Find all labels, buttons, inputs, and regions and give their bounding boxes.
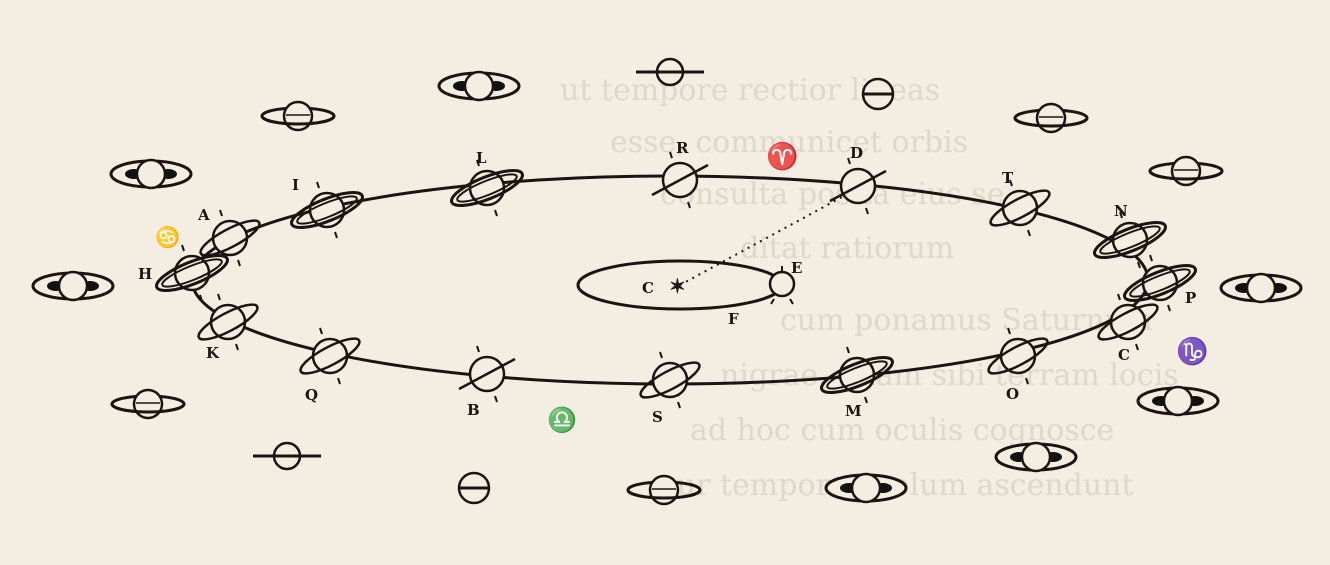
svg-text:ditat ratiorum: ditat ratiorum (740, 231, 954, 266)
saturn-appearance-lower-right (1138, 387, 1218, 415)
label-R: R (676, 139, 689, 157)
zodiac-capricorn-sign: ♑ (1176, 336, 1208, 367)
saturn-appearance-lower-left (112, 390, 184, 418)
label-H: H (138, 265, 152, 283)
sun-label: C (642, 279, 654, 297)
saturn-appearance-far-left (33, 272, 113, 300)
saturn-position-S (637, 352, 704, 408)
label-Q: Q (305, 386, 318, 404)
saturn-appearance-top-left (262, 102, 334, 130)
label-P: P (1185, 289, 1196, 307)
label-L: L (476, 149, 487, 167)
saturn-appearance-top-1 (439, 72, 519, 100)
saturn-appearance-bottom-4 (826, 474, 906, 502)
saturn-position-I (288, 182, 367, 238)
label-E: E (791, 259, 802, 277)
zodiac-aries-sign: ♈ (766, 141, 798, 172)
svg-text:cum ponamus Saturnum: cum ponamus Saturnum (780, 303, 1153, 338)
label-T: T (1002, 169, 1014, 187)
zodiac-libra-sign: ♎ (547, 405, 577, 434)
zodiac-cancer-sign: ♋ (155, 225, 180, 249)
svg-text:ad hoc cum oculis cognosce: ad hoc cum oculis cognosce (690, 413, 1114, 448)
label-M: M (845, 402, 862, 420)
saturn-appearance-top-3 (863, 79, 893, 109)
saturn-appearance-bottom-1 (253, 443, 321, 469)
label-K: K (206, 344, 220, 362)
label-A: A (197, 206, 210, 224)
saturn-appearance-far-right (1221, 274, 1301, 302)
label-F: F (728, 310, 739, 328)
label-O: O (1006, 385, 1019, 403)
sun-symbol: ✶ (669, 274, 686, 298)
label-C: C (1118, 346, 1130, 364)
saturn-appearance-bottom-2 (459, 473, 489, 503)
saturn-appearance-upper-left (111, 160, 191, 188)
saturn-appearance-top-right (1015, 104, 1087, 132)
saturn-appearance-bottom-right (996, 443, 1076, 471)
label-B: B (467, 401, 480, 419)
label-D: D (850, 144, 863, 162)
saturn-position-Q (297, 328, 364, 384)
label-I: I (292, 176, 299, 194)
saturn-position-N (1091, 212, 1170, 268)
saturn-appearance-upper-right (1150, 157, 1222, 185)
label-S: S (652, 408, 663, 426)
label-N: N (1114, 202, 1128, 220)
